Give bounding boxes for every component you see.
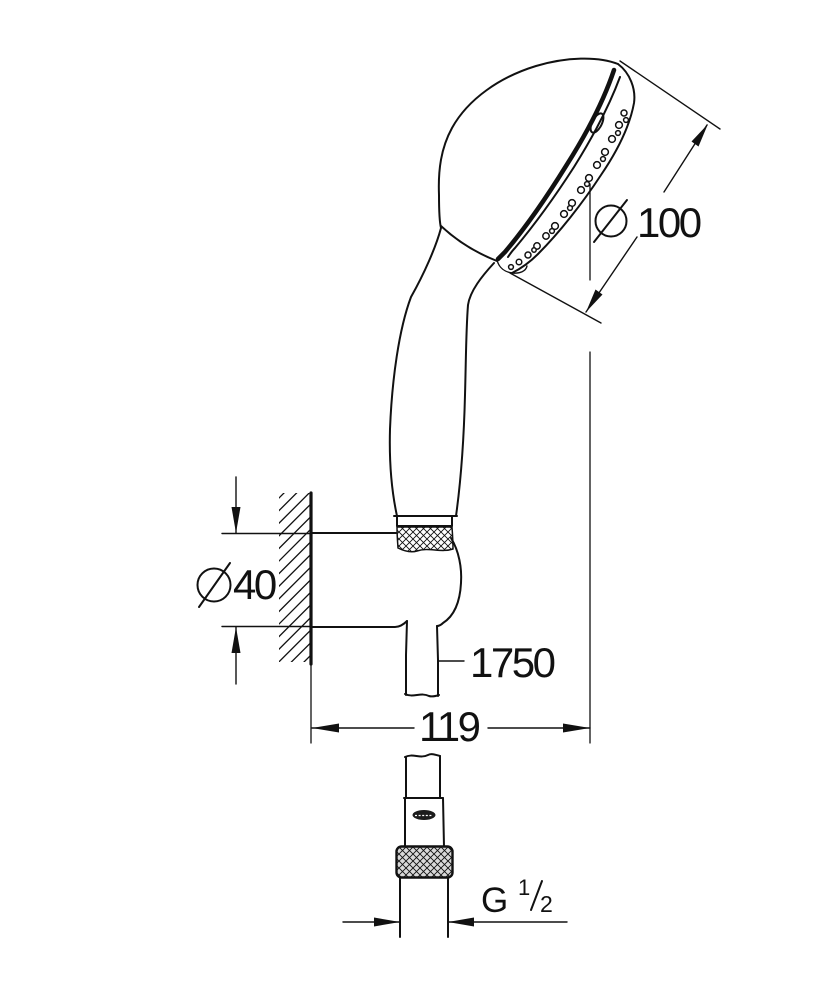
connector-body-sides xyxy=(404,797,445,848)
dim-head-diameter: 100 xyxy=(509,60,721,324)
dim-hose-length: 1750 xyxy=(438,639,557,686)
dim-hose-length-value: 1750 xyxy=(470,639,555,686)
bracket-cup-outline xyxy=(436,537,463,627)
dim-bracket-offset-value: 119 xyxy=(419,703,480,750)
dim-thread-letter: G xyxy=(481,881,508,920)
dim-thread-fraction-slash xyxy=(530,880,543,911)
dim100-arrow-top xyxy=(691,124,708,147)
head-face-rim-line xyxy=(495,67,617,262)
shower-head xyxy=(388,57,636,553)
dim100-extension-top xyxy=(619,60,721,130)
dim100-extension-bottom xyxy=(509,272,602,324)
head-handle-seam xyxy=(440,225,498,262)
thread-pipe-sides xyxy=(399,877,449,938)
dimg-arrow-right xyxy=(448,917,474,927)
dim119-arrow-left xyxy=(312,723,339,733)
wall-hatching xyxy=(279,493,311,662)
dim-head-diameter-value: 100 xyxy=(637,199,701,246)
head-face-bottom-curve xyxy=(496,259,528,274)
diameter-symbol-100 xyxy=(594,204,628,238)
dimg-arrow-left xyxy=(374,917,400,927)
dim-bracket-diameter: 40 xyxy=(196,476,311,685)
grip-knurl xyxy=(396,526,454,553)
dim40-arrow-top xyxy=(231,507,241,533)
hose-break-edge xyxy=(404,693,440,698)
dim-thread-denominator: 2 xyxy=(540,891,553,917)
head-face-outer-edge xyxy=(511,63,636,274)
diameter-symbol-100-slash xyxy=(593,199,628,243)
face-slot xyxy=(589,112,605,134)
dim-thread-numerator: 1 xyxy=(518,875,530,900)
wall xyxy=(279,491,313,744)
dim100-arrow-bottom xyxy=(586,289,603,312)
dim119-arrow-right xyxy=(563,723,590,733)
bracket-bottom-edge xyxy=(310,620,408,628)
head-dome-and-handle-left-outline xyxy=(388,57,619,517)
diameter-symbol-40-slash xyxy=(198,562,231,608)
dim-bracket-offset: 119 xyxy=(311,703,591,750)
dim40-arrow-bottom xyxy=(231,627,241,653)
diameter-symbol-40 xyxy=(196,567,232,603)
nozzle-dots xyxy=(507,109,630,271)
thread-connector xyxy=(395,753,454,938)
connector-hose-sides xyxy=(405,755,441,799)
hose xyxy=(404,620,440,698)
dim-thread-size: G 1 2 xyxy=(342,875,568,927)
dim-bracket-diameter-value: 40 xyxy=(233,561,276,608)
handle-right-outline xyxy=(455,262,495,517)
grip-cap xyxy=(393,515,458,527)
hose-sides xyxy=(405,620,439,697)
knurled-nut-hatch xyxy=(395,845,454,879)
connector-break-edge xyxy=(404,753,441,758)
